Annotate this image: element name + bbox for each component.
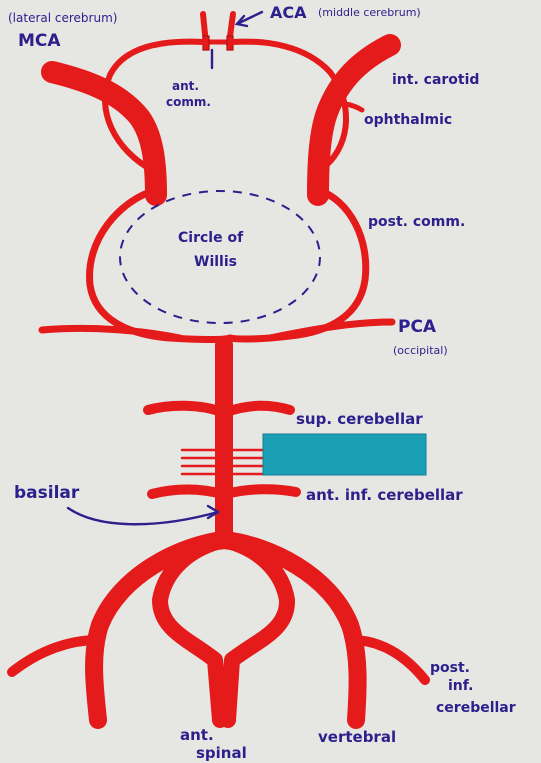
internal-carotid-right [307,34,401,206]
vertebral-right [215,531,367,729]
basilar-pointer [66,506,220,526]
label-aca: ACA [270,3,307,22]
label-post-line2: inf. [448,678,473,694]
label-post-line3: cerebellar [436,700,516,716]
label-circle-line1: Circle of [178,230,244,246]
basilar-pointer-arrowhead [206,504,221,520]
circle-top-right [230,38,349,173]
label-post-line1: post. [430,660,470,676]
post-inf-cerebellar-right [347,635,430,685]
redaction-box [262,433,427,476]
ophthalmic-artery [327,101,365,113]
sup-cerebellar-left [143,400,227,417]
ant-inf-cerebellar-left [147,484,227,499]
label-ophthalmic: ophthalmic [364,112,452,128]
aca-pointer [235,10,264,26]
label-ant-spinal-line1: ant. [180,726,214,744]
circle-top-left [102,38,206,173]
posterior-communicating-right [226,186,370,343]
pca-left [38,324,184,342]
posterior-communicating-left [86,186,234,343]
label-pca: PCA [398,317,437,337]
anterior-spinal-right [216,532,295,728]
label-ant-spinal-line2: spinal [196,744,247,762]
arteries [7,11,430,729]
post-inf-cerebellar-left [7,635,103,677]
label-ant-inf-cerebellar: ant. inf. cerebellar [306,486,463,504]
label-sup-cerebellar: sup. cerebellar [296,410,423,428]
circle-of-willis-outline [119,190,321,324]
sup-cerebellar-right [221,400,295,417]
label-middle-cerebrum: (middle cerebrum) [318,6,421,19]
pca-right [266,318,396,342]
ant-inf-cerebellar-right [221,484,301,499]
anterior-spinal-left [152,532,232,728]
vertebral-left [85,531,233,729]
aca-pointer-arrowhead [234,14,249,28]
label-ant: ant. [172,79,199,93]
label-mca: MCA [18,31,61,51]
label-lateral-cerebrum: (lateral cerebrum) [8,11,117,25]
label-vertebral: vertebral [318,728,396,746]
label-post-comm: post. comm. [368,214,465,230]
label-circle-line2: Willis [194,254,237,270]
label-occipital: (occipital) [393,344,448,357]
mca-left-artery [41,61,167,206]
label-comm: comm. [166,95,211,109]
label-basilar: basilar [14,483,80,503]
label-int-carotid: int. carotid [392,72,479,88]
pontine-branches [180,448,266,476]
